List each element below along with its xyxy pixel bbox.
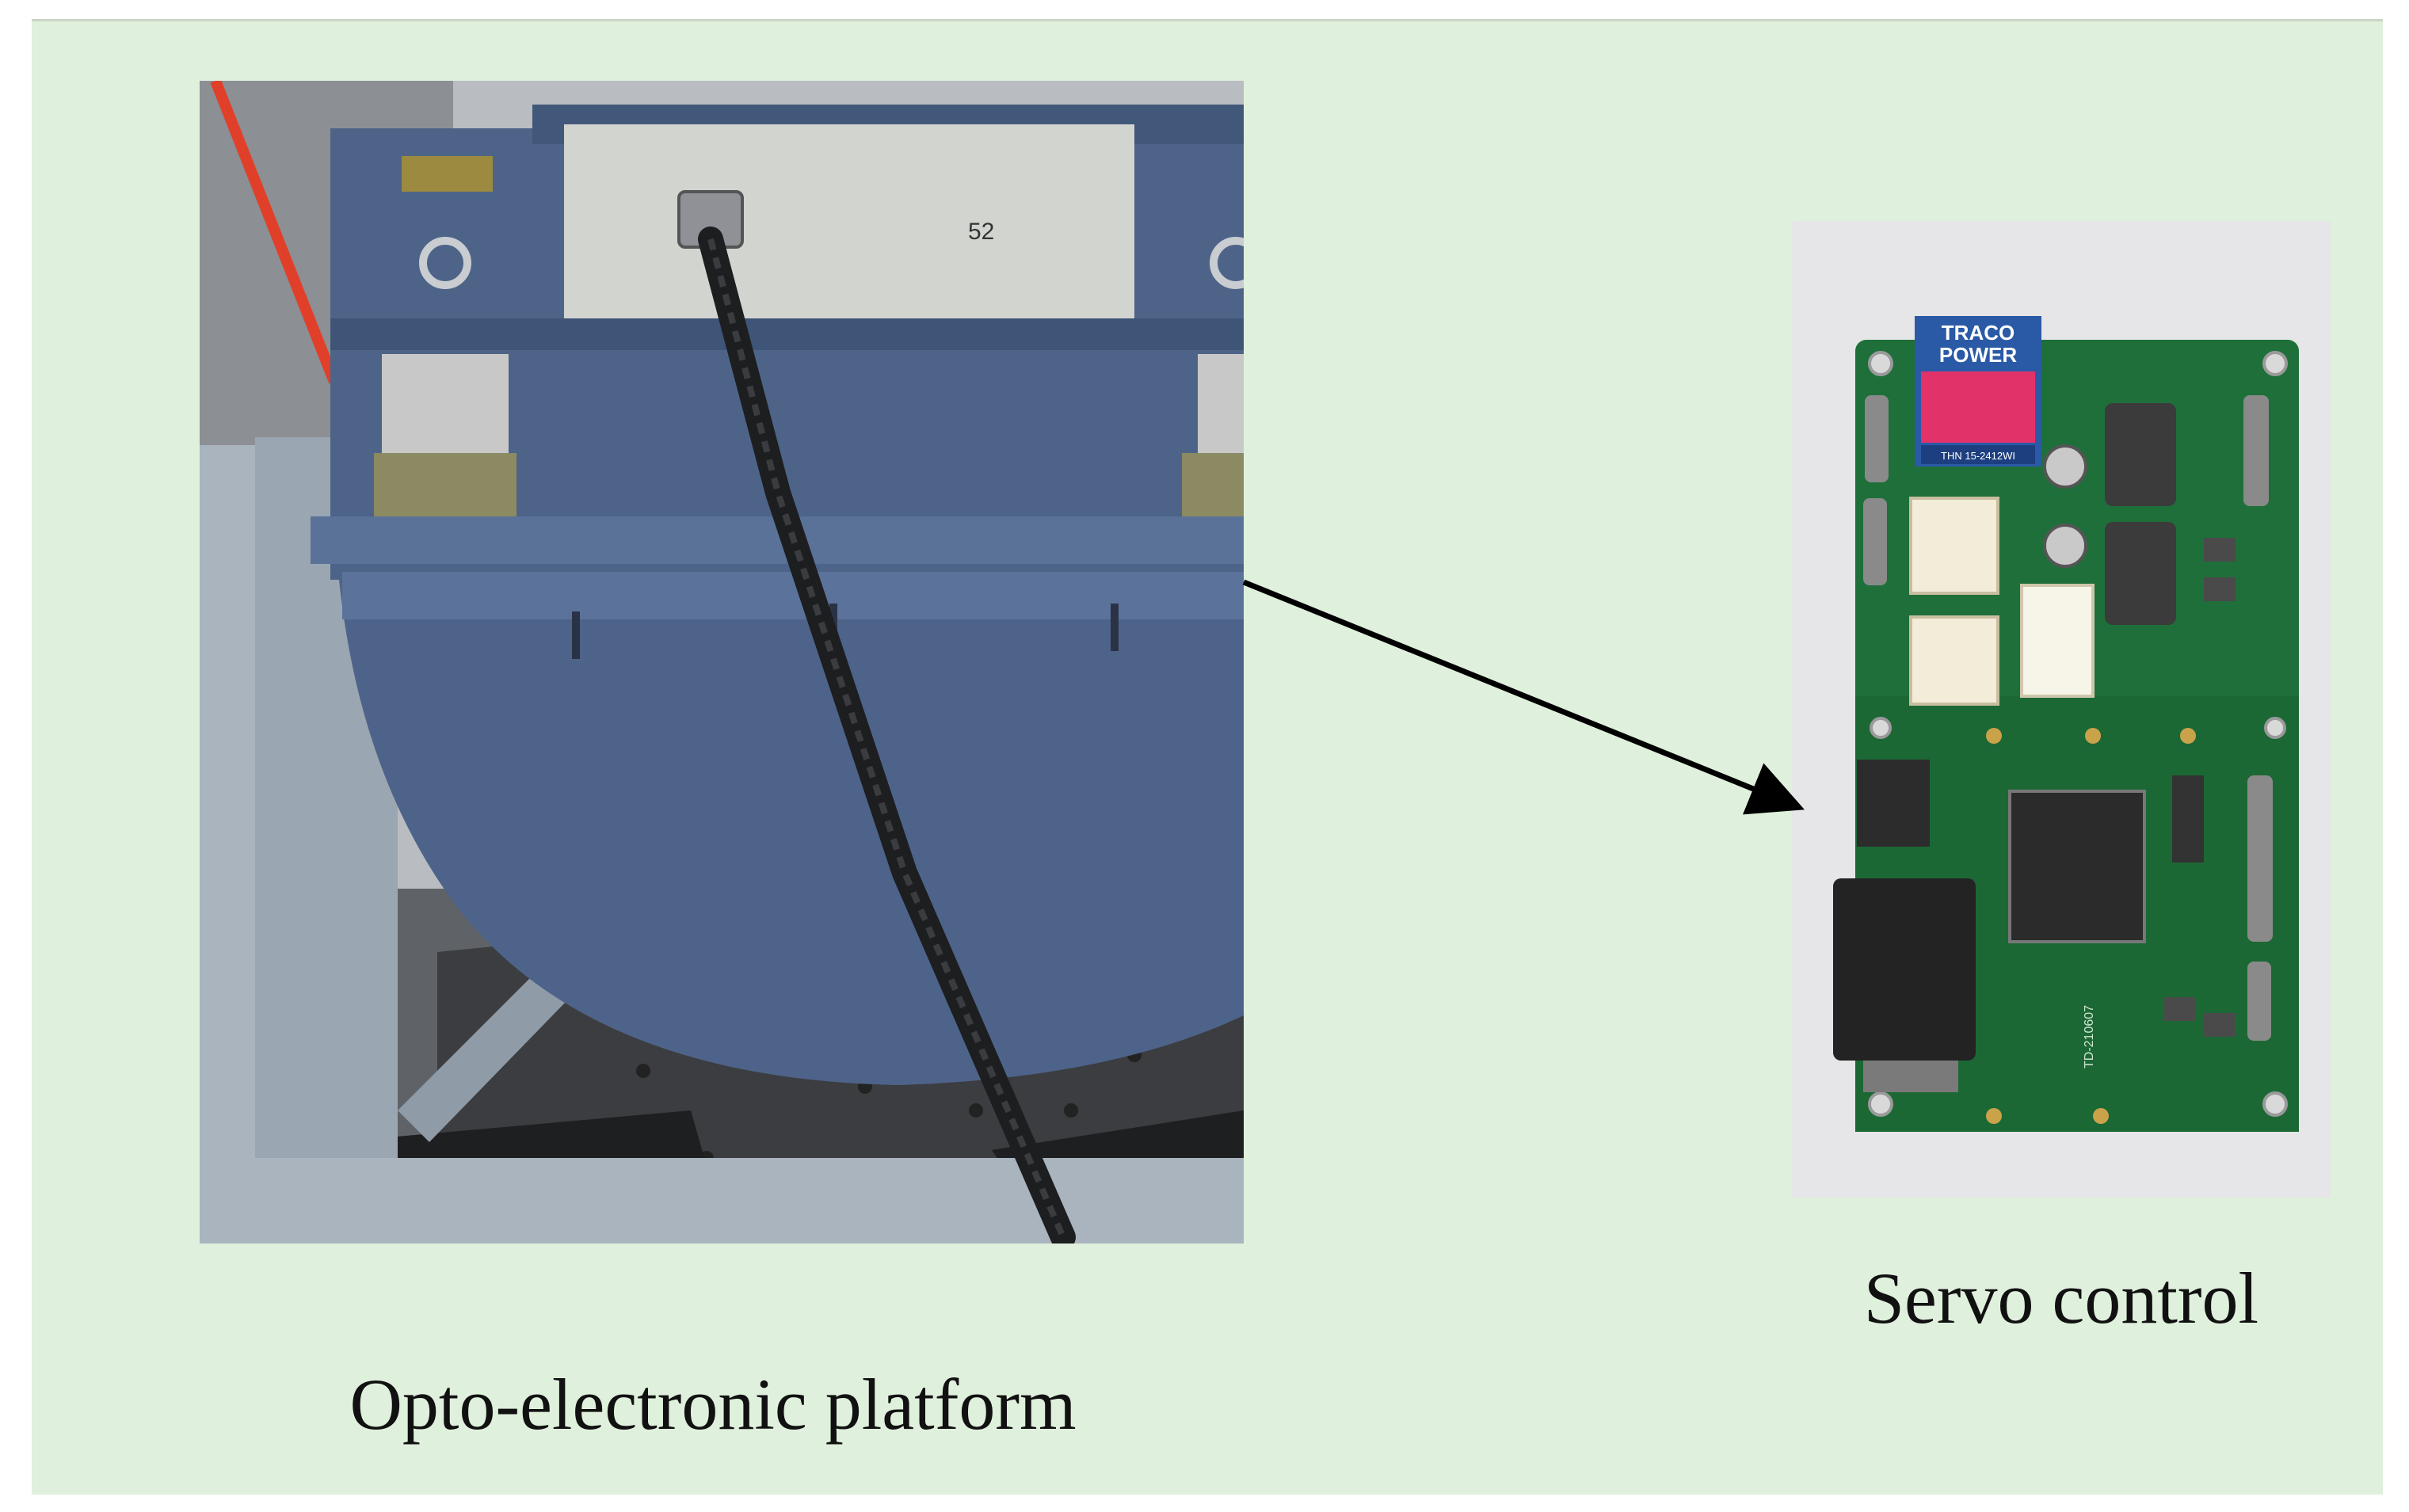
opto-electronic-platform-photo: 52	[200, 81, 1244, 1243]
servo-board-illustration: TRACO POWER THN 15-2412WI	[1792, 221, 2331, 1198]
servo-control-caption: Servo control	[1863, 1258, 2259, 1339]
module-model: THN 15-2412WI	[1941, 450, 2015, 462]
board-marking: TD-210607	[2083, 1005, 2096, 1068]
figure-canvas: 52 TRACO POWER THN 15-2412WI	[32, 19, 2383, 1495]
module-brand-line1: TRACO	[1942, 321, 2014, 345]
servo-control-board-photo: TRACO POWER THN 15-2412WI	[1792, 221, 2331, 1198]
platform-stamp: 52	[968, 219, 994, 245]
platform-illustration: 52	[200, 81, 1244, 1243]
platform-caption: Opto-electronic platform	[349, 1364, 1077, 1445]
module-brand-line2: POWER	[1939, 343, 2017, 367]
arrow-line	[1242, 579, 1805, 815]
